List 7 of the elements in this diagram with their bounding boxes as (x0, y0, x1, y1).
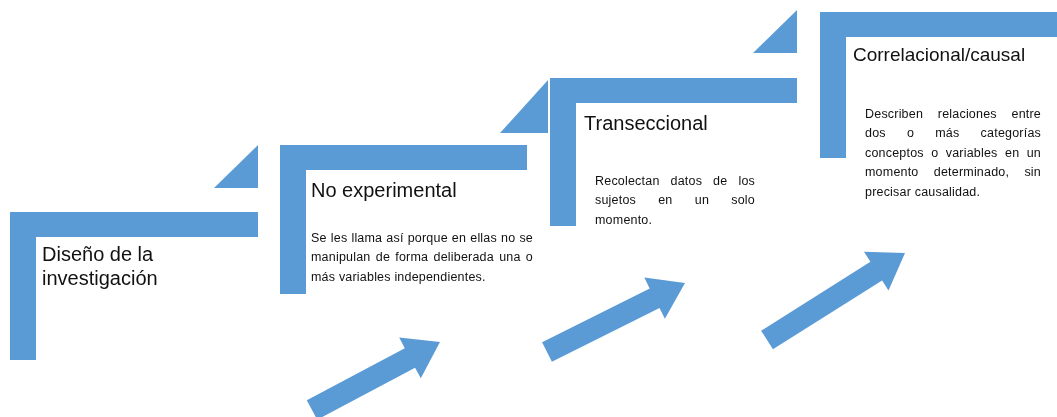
step-title: Correlacional/causal (853, 44, 1027, 67)
step-description: Se les llama así porque en ellas no se manipulan de forma deliberada una o más variables independientes. (311, 230, 533, 286)
step-title: Transeccional (584, 111, 709, 135)
step-title: Diseño de la investigación (42, 242, 159, 290)
step-description: Recolectan datos de los sujetos en un solo momento. (595, 173, 755, 229)
step-description: Describen relaciones entre dos o más categorías conceptos o variables en un momento determinado, sin precisar causalidad. (865, 106, 1041, 201)
step-title: No experimental (311, 178, 458, 202)
